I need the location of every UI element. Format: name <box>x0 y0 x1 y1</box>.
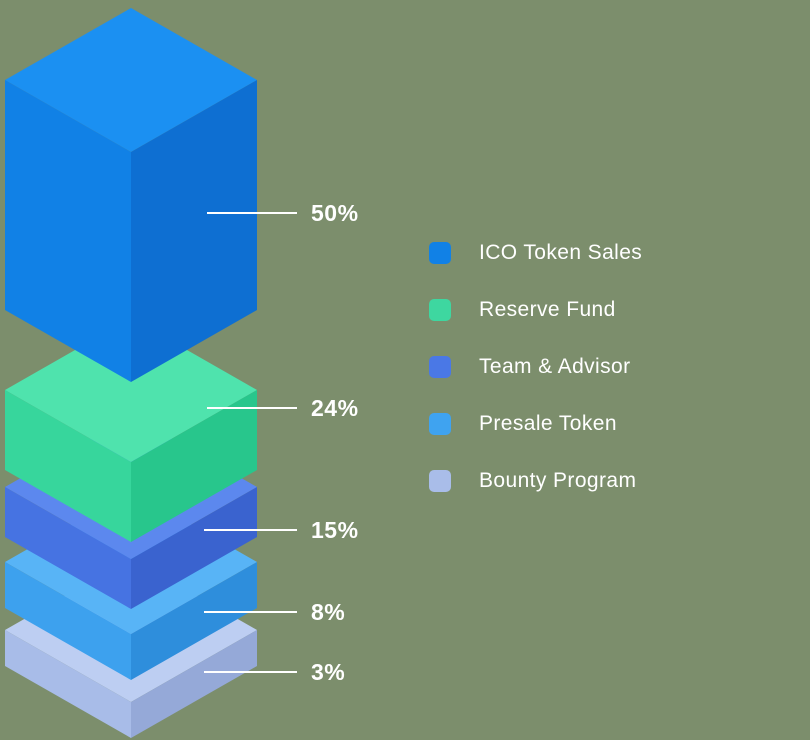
legend-label-ico: ICO Token Sales <box>479 241 643 264</box>
legend-swatch-reserve <box>429 299 451 321</box>
legend-swatch-team <box>429 356 451 378</box>
legend-item-reserve-fund: Reserve Fund <box>429 298 642 321</box>
legend-swatch-presale <box>429 413 451 435</box>
block-ico-token-sales <box>5 8 257 382</box>
bounty-right-face <box>131 630 257 738</box>
percent-label-bounty: 3% <box>311 659 345 685</box>
team-left-face <box>5 487 131 609</box>
percent-label-reserve: 24% <box>311 395 359 421</box>
block-reserve-fund <box>5 318 257 542</box>
legend: ICO Token Sales Reserve Fund Team & Advi… <box>429 241 643 492</box>
percent-label-ico: 50% <box>311 200 359 226</box>
presale-left-face <box>5 562 131 680</box>
reserve-left-face <box>5 390 131 542</box>
legend-swatch-bounty <box>429 470 451 492</box>
percent-callouts: 50% 24% 15% 8% 3% <box>204 200 359 685</box>
legend-item-bounty-program: Bounty Program <box>429 469 642 492</box>
ico-right-face <box>131 80 257 382</box>
percent-label-presale: 8% <box>311 599 345 625</box>
legend-swatch-ico <box>429 242 451 264</box>
legend-label-team: Team & Advisor <box>479 355 631 378</box>
percent-label-team: 15% <box>311 517 359 543</box>
team-right-face <box>131 487 257 609</box>
legend-item-presale-token: Presale Token <box>429 412 642 435</box>
presale-right-face <box>131 562 257 680</box>
legend-item-team-advisor: Team & Advisor <box>429 355 642 378</box>
legend-item-ico-token-sales: ICO Token Sales <box>429 241 643 264</box>
stacked-blocks-graphic: 50% 24% 15% 8% 3% <box>5 8 359 738</box>
reserve-right-face <box>131 390 257 542</box>
bounty-left-face <box>5 630 131 738</box>
legend-label-reserve: Reserve Fund <box>479 298 616 321</box>
legend-label-presale: Presale Token <box>479 412 617 435</box>
legend-label-bounty: Bounty Program <box>479 469 637 492</box>
ico-left-face <box>5 80 131 382</box>
